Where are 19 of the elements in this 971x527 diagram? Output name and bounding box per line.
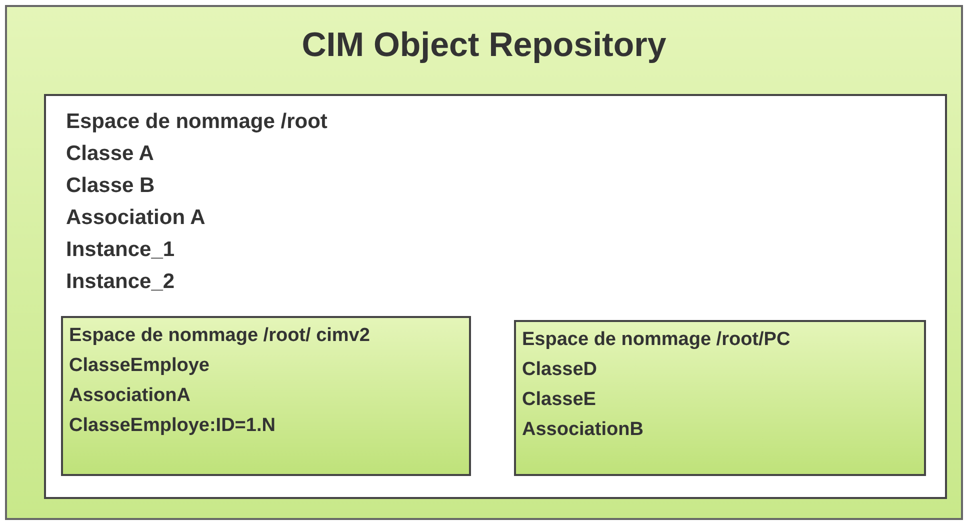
list-item: ClasseEmploye:ID=1.N xyxy=(69,414,276,438)
list-item: Instance_2 xyxy=(66,269,175,295)
list-item: ClasseEmploye xyxy=(69,354,210,378)
namespace-heading: Espace de nommage /root xyxy=(66,109,328,135)
list-item: Instance_1 xyxy=(66,237,175,263)
namespace-heading: Espace de nommage /root/ cimv2 xyxy=(69,324,370,348)
heading: CIM Object Repository xyxy=(302,25,666,66)
namespace-panel xyxy=(514,320,926,476)
namespace-panel xyxy=(61,316,471,476)
list-item: Association A xyxy=(66,205,206,231)
namespace-heading: Espace de nommage /root/PC xyxy=(522,328,790,352)
list-item: AssociationA xyxy=(69,384,190,408)
list-item: Classe B xyxy=(66,173,155,199)
list-item: Classe A xyxy=(66,141,154,167)
list-item: ClasseD xyxy=(522,358,597,382)
list-item: ClasseE xyxy=(522,388,596,412)
namespace-panel xyxy=(44,94,947,499)
repository-panel xyxy=(5,5,963,520)
list-item: AssociationB xyxy=(522,418,644,442)
